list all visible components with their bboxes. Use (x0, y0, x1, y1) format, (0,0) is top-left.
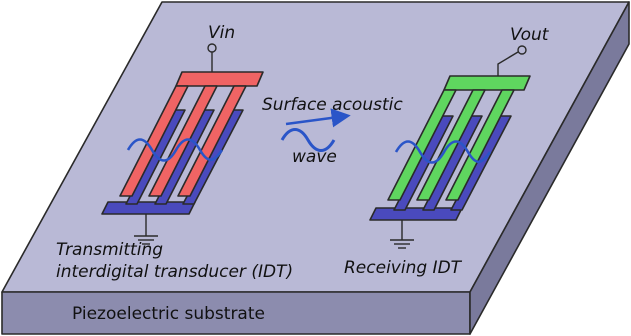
rx-output-finger (416, 89, 486, 201)
vout-label: Vout (510, 25, 550, 45)
propagation-arrow (285, 108, 351, 128)
saw-indicator (280, 108, 351, 152)
tx-wave (126, 138, 224, 162)
tx-label-line1: Transmitting (56, 240, 163, 260)
substrate-label: Piezoelectric substrate (72, 304, 265, 324)
rx-output-lead (497, 51, 519, 76)
saw-label-line2: wave (292, 147, 337, 167)
wave-icon (280, 128, 336, 152)
tx-input-terminal (207, 43, 217, 53)
tx-input-finger (177, 85, 247, 197)
rx-ground-electrode (369, 115, 512, 249)
rx-output-finger (445, 89, 515, 201)
rx-wave (394, 140, 492, 164)
rx-ground-bus (369, 207, 463, 221)
transmitting-idt (101, 43, 264, 245)
rx-output-electrode (387, 45, 531, 201)
tx-label-line2: interdigital transducer (IDT) (56, 262, 293, 282)
saw-label-line1: Surface acoustic (262, 95, 403, 115)
rx-output-finger (387, 89, 457, 201)
tx-ground-bus (101, 201, 196, 215)
rx-output-terminal (517, 45, 527, 55)
substrate-side-face (469, 1, 630, 335)
rx-output-bus (443, 75, 531, 91)
rx-label: Receiving IDT (344, 258, 463, 278)
receiving-idt (369, 45, 531, 249)
tx-input-bus (175, 71, 264, 87)
vin-label: Vin (208, 23, 235, 43)
tx-input-finger (119, 85, 189, 197)
